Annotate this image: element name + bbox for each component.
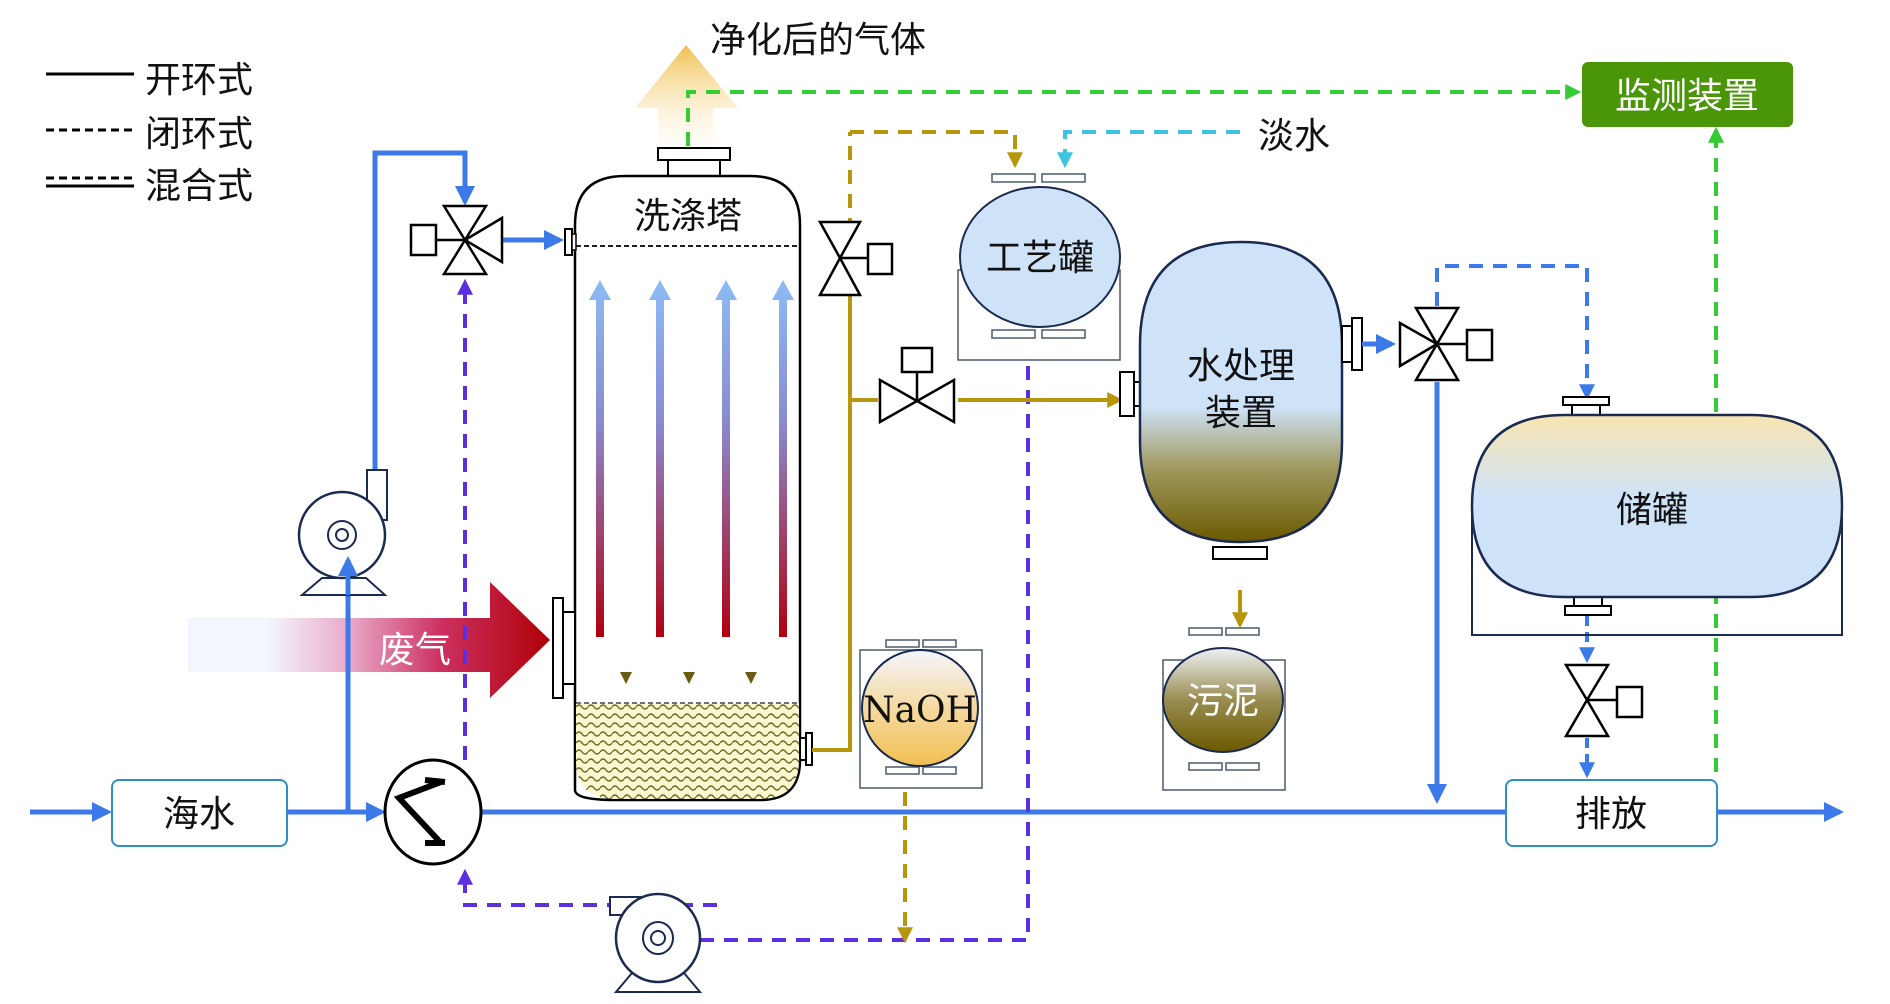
process-tank[interactable]: 工艺罐 <box>957 173 1121 361</box>
monitor-device-box[interactable]: 监测装置 <box>1582 62 1793 127</box>
fresh-water-label: 淡水 <box>1258 116 1330 157</box>
valve-actuator <box>1465 328 1494 362</box>
exhaust-label: 废气 <box>379 630 451 671</box>
valve-actuator <box>1615 685 1644 719</box>
seawater-pump[interactable] <box>297 469 388 596</box>
valve-actuator <box>409 223 438 257</box>
valve-actuator <box>866 242 894 276</box>
legend-label: 闭环式 <box>145 114 253 155</box>
storage-outlet-valve[interactable] <box>1563 663 1644 738</box>
alkali-valve-vertical[interactable] <box>817 220 894 297</box>
fresh-water-line <box>1057 130 1240 169</box>
tower-liquid <box>576 703 799 799</box>
water-treatment-unit[interactable]: 水处理 装置 <box>1119 240 1363 560</box>
discharge-box[interactable]: 排放 <box>1505 779 1718 847</box>
legend-item-hybrid: 混合式 <box>46 166 253 207</box>
heat-exchanger[interactable] <box>383 758 483 866</box>
liquid-flow-down-arrows <box>620 327 757 684</box>
tank-support <box>1471 505 1843 636</box>
sludge-tank[interactable]: 污泥 <box>1162 627 1286 791</box>
seawater-box[interactable]: 海水 <box>111 779 288 847</box>
treated-water-line <box>1362 264 1595 804</box>
three-way-valve-left[interactable] <box>409 204 504 276</box>
legend-item-closed-loop: 闭环式 <box>46 114 253 155</box>
tower-top-nozzle <box>657 147 731 161</box>
gas-flow-up-arrows <box>589 280 794 637</box>
naoh-tank[interactable]: NaOH <box>859 639 983 789</box>
water-treatment-label-line1: 水处理 <box>1187 346 1295 387</box>
legend-label: 开环式 <box>145 60 253 101</box>
legend-item-open-loop: 开环式 <box>46 60 253 101</box>
alkali-line <box>812 130 1248 944</box>
monitor-label: 监测装置 <box>1615 76 1759 117</box>
naoh-label: NaOH <box>863 690 977 731</box>
alkali-valve-horizontal[interactable] <box>878 346 956 425</box>
process-tank-label: 工艺罐 <box>986 238 1094 279</box>
three-way-valve-right[interactable] <box>1398 306 1494 382</box>
legend: 开环式 闭环式 混合式 <box>46 60 253 207</box>
legend-label: 混合式 <box>145 166 253 207</box>
valve-actuator <box>900 346 934 374</box>
sludge-label: 污泥 <box>1187 681 1259 722</box>
exhaust-gas-arrow: 废气 <box>188 582 550 698</box>
water-treatment-label-line2: 装置 <box>1205 393 1277 434</box>
purified-gas-label: 净化后的气体 <box>710 20 926 61</box>
discharge-label: 排放 <box>1575 794 1647 835</box>
seawater-label: 海水 <box>163 794 235 835</box>
scrubber-tower[interactable]: 洗涤塔 <box>552 147 813 802</box>
circulation-pump[interactable] <box>609 892 703 993</box>
storage-tank[interactable]: 储罐 <box>1470 396 1844 636</box>
scrubber-label: 洗涤塔 <box>634 196 742 237</box>
storage-tank-label: 储罐 <box>1616 490 1688 531</box>
